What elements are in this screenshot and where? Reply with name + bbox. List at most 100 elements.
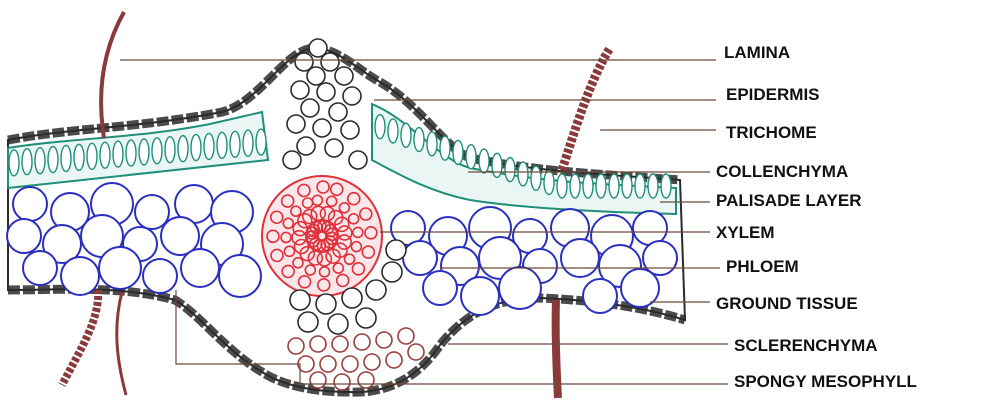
cell <box>316 294 336 314</box>
cell <box>320 356 336 372</box>
label-phloem: PHLOEM <box>726 258 799 275</box>
cell <box>23 251 57 285</box>
cell <box>635 174 645 198</box>
cell <box>317 83 335 101</box>
cell <box>366 280 386 300</box>
cell <box>297 137 315 155</box>
cell <box>61 145 71 171</box>
cell <box>191 135 201 161</box>
cell <box>329 103 347 121</box>
cell <box>290 290 310 310</box>
label-lamina: LAMINA <box>724 44 790 61</box>
cell <box>325 139 343 157</box>
label-ground-tissue: GROUND TISSUE <box>716 295 858 312</box>
cell <box>583 174 593 198</box>
cell <box>364 354 380 370</box>
cell <box>298 312 318 332</box>
cell <box>544 171 554 195</box>
cell <box>310 336 326 352</box>
cell <box>570 174 580 198</box>
cell <box>328 314 348 334</box>
cell <box>288 338 304 354</box>
cell <box>335 67 353 85</box>
cell <box>386 352 402 368</box>
cell <box>505 158 515 182</box>
cell <box>87 143 97 169</box>
cell <box>61 257 99 295</box>
cell <box>135 195 169 229</box>
cell <box>423 271 457 305</box>
label-spongy-mesophyll: SPONGY MESOPHYLL <box>734 373 917 390</box>
cell <box>100 142 110 168</box>
cell <box>583 279 617 313</box>
label-sclerenchyma: SCLERENCHYMA <box>734 337 878 354</box>
cell <box>321 53 339 71</box>
cell <box>401 123 411 147</box>
cell <box>301 99 319 117</box>
cell <box>376 332 392 348</box>
cell <box>181 249 219 287</box>
cell <box>453 140 463 164</box>
cell <box>165 137 175 163</box>
cell <box>499 267 541 309</box>
cell <box>342 356 358 372</box>
label-palisade-layer: PALISADE LAYER <box>716 192 861 209</box>
cell <box>7 219 41 253</box>
cell <box>310 372 326 388</box>
cell <box>414 128 424 152</box>
label-epidermis: EPIDERMIS <box>726 86 820 103</box>
trichome-left-bottom-2 <box>117 292 126 395</box>
cell <box>375 115 385 139</box>
cell <box>356 308 376 328</box>
cell <box>518 162 528 186</box>
cell <box>633 211 667 245</box>
cell <box>152 138 162 164</box>
cell <box>427 132 437 156</box>
trichome-right-bottom <box>556 300 558 398</box>
cell <box>256 129 266 155</box>
cell <box>230 131 240 157</box>
trichome-right-top <box>562 48 610 170</box>
cell <box>219 255 261 297</box>
cell <box>287 115 305 133</box>
cell <box>13 187 47 221</box>
cell <box>440 136 450 160</box>
cell <box>358 372 374 388</box>
cell <box>398 328 414 344</box>
cell <box>243 130 253 156</box>
label-trichome: TRICHOME <box>726 124 817 141</box>
cell <box>204 133 214 159</box>
vascular-bundle <box>262 176 382 296</box>
cell <box>217 132 227 158</box>
cell <box>382 262 402 282</box>
cell <box>313 119 331 137</box>
cell <box>561 239 599 277</box>
cell <box>661 174 671 198</box>
cell <box>596 174 606 198</box>
cell <box>609 174 619 198</box>
cell <box>143 259 177 293</box>
cell <box>291 81 309 99</box>
cell <box>48 147 58 173</box>
cell <box>461 277 499 315</box>
cell <box>74 144 84 170</box>
cell <box>126 140 136 166</box>
cell <box>113 141 123 167</box>
cell <box>403 241 437 275</box>
trichome-left-top <box>101 12 124 138</box>
cell <box>22 149 32 175</box>
cell <box>492 153 502 177</box>
label-xylem: XYLEM <box>716 224 775 241</box>
cell <box>9 150 19 176</box>
cell <box>479 149 489 173</box>
cell <box>622 174 632 198</box>
cell <box>99 247 141 289</box>
cell <box>408 344 424 360</box>
cell <box>466 145 476 169</box>
cell <box>178 136 188 162</box>
cell <box>354 334 370 350</box>
cell <box>332 336 348 352</box>
cell <box>283 151 301 169</box>
cell <box>388 119 398 143</box>
